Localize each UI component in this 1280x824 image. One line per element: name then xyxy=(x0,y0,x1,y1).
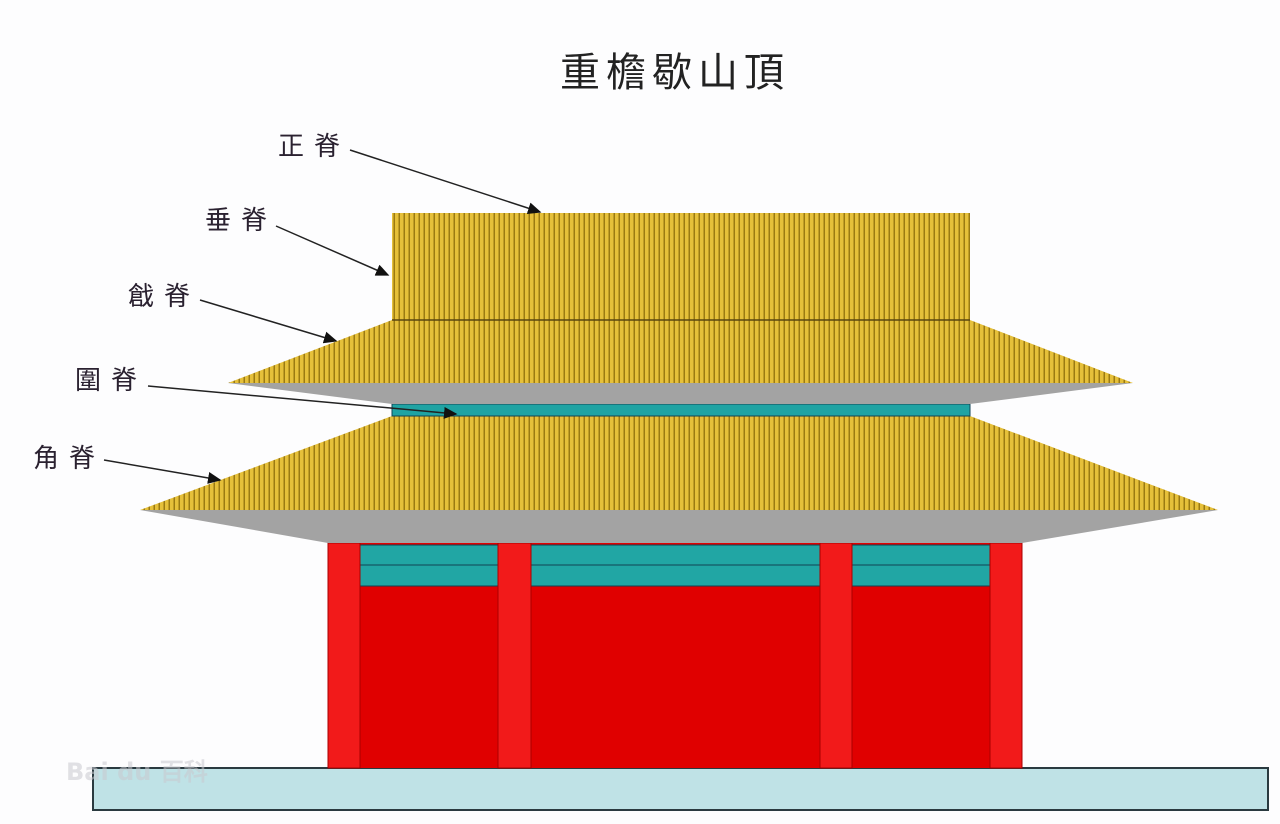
arrow-qiangji xyxy=(199,299,338,344)
label-jiaoji: 角脊 xyxy=(33,444,106,474)
column xyxy=(819,542,853,769)
upper-eave-soffit xyxy=(228,383,1133,404)
lower-roof xyxy=(140,416,1218,510)
watermark: Bai du 百科 xyxy=(66,758,208,786)
label-chuiji: 垂脊 xyxy=(205,206,278,236)
columns xyxy=(327,542,1023,769)
diagram-title: 重檐歇山頂 xyxy=(560,50,790,96)
label-qiangji: 戧脊 xyxy=(128,282,201,312)
beams xyxy=(359,544,991,587)
base-platform xyxy=(92,767,1269,811)
arrow-chuiji xyxy=(275,225,390,276)
label-zhengji: 正脊 xyxy=(278,132,351,162)
arrow-weiji xyxy=(147,385,458,419)
lower-eave-soffit xyxy=(140,510,1218,543)
column xyxy=(327,542,361,769)
label-weiji: 圍脊 xyxy=(75,366,148,396)
arrow-jiaoji xyxy=(103,459,222,484)
upper-roof-gable xyxy=(392,213,970,320)
upper-roof-skirt xyxy=(228,320,1133,383)
arrow-zhengji xyxy=(349,149,542,214)
column xyxy=(497,542,532,769)
surrounding-ridge-band xyxy=(391,403,971,417)
column xyxy=(989,542,1023,769)
